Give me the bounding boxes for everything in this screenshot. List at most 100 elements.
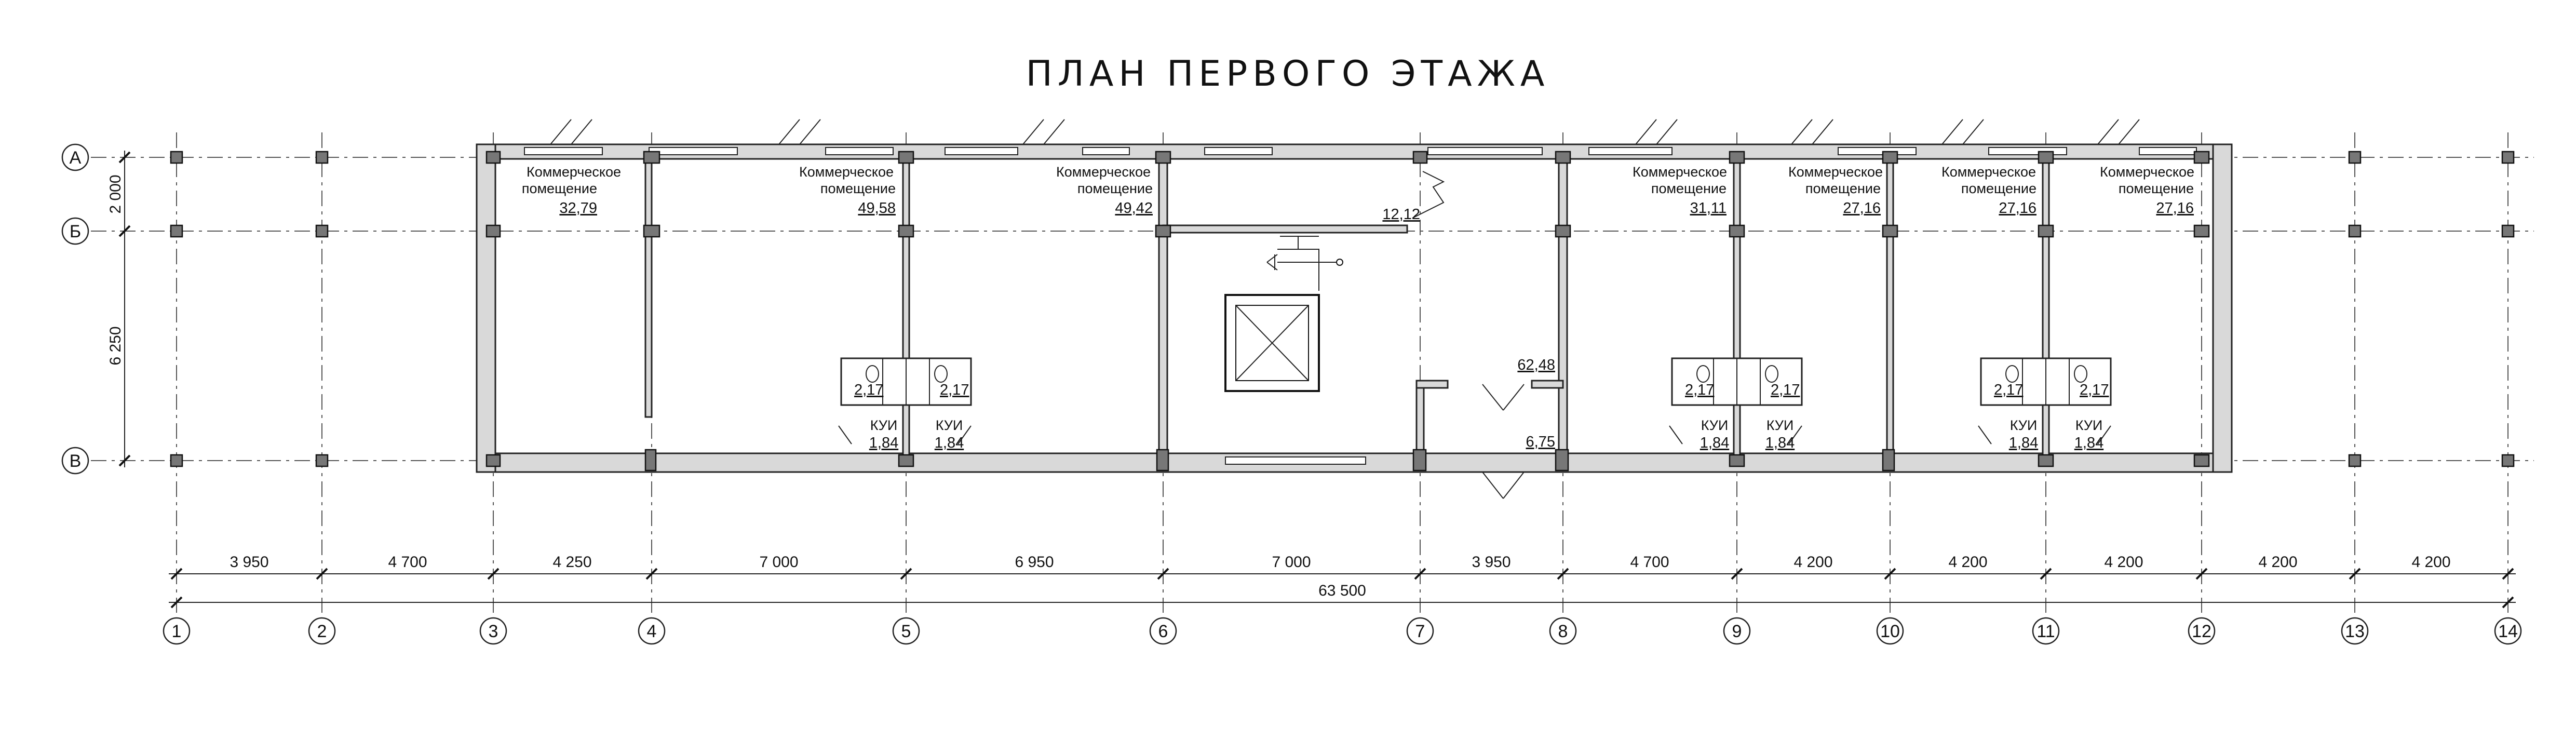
wc-small-area: 2,17	[940, 382, 969, 398]
wc-block-1	[838, 357, 972, 445]
wc-small-area: 2,17	[1771, 382, 1800, 398]
hall-area: 62,48	[1517, 357, 1555, 373]
row-axis-label: А	[70, 148, 82, 168]
svg-text:1: 1	[172, 622, 182, 641]
column-axis-12: 12	[2188, 617, 2216, 645]
wc-small-area: 2,17	[2080, 382, 2109, 398]
stair-and-elevator	[1224, 171, 1445, 392]
svg-text:4: 4	[647, 622, 657, 641]
col-dim-label: 4 200	[2104, 554, 2143, 571]
wc-blocks	[838, 357, 2112, 445]
column-dimension-chain: 3 950 4 700 4 250 7 000 6 950 7 000 3 95…	[169, 554, 2516, 580]
outer-walls	[476, 143, 2233, 473]
row-axis-label: В	[70, 451, 82, 471]
wc-label: КУИ	[870, 418, 898, 433]
col-dim-label: 7 000	[759, 554, 798, 571]
column-axis-2: 2	[308, 617, 336, 645]
room-area: 27,16	[2156, 200, 2194, 217]
col-dim-label: 4 200	[2258, 554, 2297, 571]
columns-axis-a	[170, 151, 2515, 164]
row-axis-b: Б	[61, 217, 89, 245]
column-axis-5: 5	[892, 617, 920, 645]
col-dim-label: 7 000	[1272, 554, 1311, 571]
row-dim-label: 2 000	[107, 174, 124, 213]
col-dim-label: 4 700	[1630, 554, 1669, 571]
column-axis-14: 14	[2494, 617, 2522, 645]
wc-area: 1,84	[2009, 435, 2038, 451]
svg-text:5: 5	[901, 622, 911, 641]
column-axis-7: 7	[1406, 617, 1434, 645]
svg-text:6: 6	[1158, 622, 1168, 641]
room-area: 49,42	[1115, 200, 1153, 217]
columns-axis-v	[170, 449, 2515, 472]
wc-label: КУИ	[1766, 418, 1794, 433]
room-area: 27,16	[1999, 200, 2036, 217]
wc-area: 1,84	[1700, 435, 1729, 451]
column-axis-6: 6	[1149, 617, 1177, 645]
overall-dimension: 63 500	[169, 582, 2516, 609]
wc-block-3	[1978, 357, 2112, 445]
wc-area: 1,84	[1765, 435, 1795, 451]
wc-area: 1,84	[935, 435, 964, 451]
svg-text:3: 3	[489, 622, 498, 641]
row-dimension-chain: 2 000 6 250	[107, 151, 131, 467]
row-dim-label: 6 250	[107, 326, 124, 365]
col-dim-label: 3 950	[1472, 554, 1510, 571]
wc-block-2	[1669, 357, 1803, 445]
column-axis-4: 4	[638, 617, 666, 645]
row-axis-v: В	[61, 447, 89, 475]
column-axis-8: 8	[1549, 617, 1577, 645]
wc-label: КУИ	[2075, 418, 2103, 433]
col-dim-label: 6 950	[1015, 554, 1054, 571]
svg-text:10: 10	[1880, 622, 1900, 641]
wc-small-area: 2,17	[854, 382, 883, 398]
plan-title: ПЛАН ПЕРВОГО ЭТАЖА	[1026, 53, 1550, 95]
wc-label: КУИ	[2010, 418, 2038, 433]
column-axis-13: 13	[2341, 617, 2369, 645]
entrance-doors	[550, 119, 2140, 499]
col-dim-label: 4 250	[552, 554, 591, 571]
room-area: 49,58	[858, 200, 896, 217]
room-name-line: помещение	[522, 181, 597, 196]
col-dim-label: 4 700	[388, 554, 427, 571]
col-dim-label: 4 200	[2411, 554, 2450, 571]
row-axis-label: Б	[70, 222, 81, 241]
svg-text:2: 2	[317, 622, 327, 641]
svg-text:11: 11	[2036, 622, 2055, 641]
svg-text:9: 9	[1732, 622, 1742, 641]
room-area: 32,79	[559, 200, 597, 217]
wc-label: КУИ	[936, 418, 963, 433]
wc-labels: 2,17 2,17 КУИ КУИ 1,84 1,84 2,17 2,17 КУ…	[854, 382, 2109, 451]
column-axis-3: 3	[479, 617, 507, 645]
svg-text:8: 8	[1558, 622, 1568, 641]
interior-partitions	[644, 156, 2050, 460]
col-dim-label: 4 200	[1948, 554, 1987, 571]
wc-small-area: 2,17	[1685, 382, 1714, 398]
col-dim-label: 3 950	[230, 554, 268, 571]
column-axes: 1 2 3 4 5 6 7 8 9 10 11 12 13 14	[163, 617, 2522, 645]
column-axis-1: 1	[163, 617, 191, 645]
wc-area: 1,84	[2074, 435, 2103, 451]
room-area: 27,16	[1843, 200, 1881, 217]
wc-label: КУИ	[1701, 418, 1729, 433]
column-axis-9: 9	[1723, 617, 1751, 645]
svg-text:7: 7	[1415, 622, 1425, 641]
col-dim-label: 4 200	[1793, 554, 1832, 571]
hall-areas: 12,12 62,48 6,75	[1382, 206, 1555, 450]
hall-area: 12,12	[1382, 206, 1420, 223]
room-name-line: Коммерческое	[527, 164, 621, 180]
svg-text:12: 12	[2192, 622, 2211, 641]
